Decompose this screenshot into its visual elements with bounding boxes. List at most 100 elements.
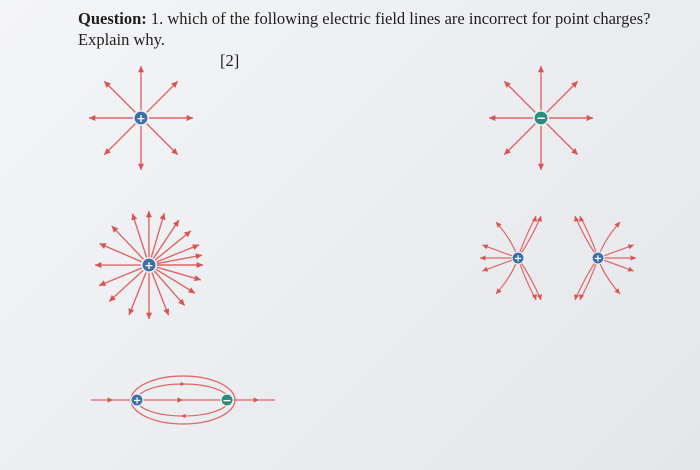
arrow-head [627, 266, 634, 272]
arrow-head [193, 275, 201, 282]
field-line [546, 80, 579, 113]
question-block: Question: 1. which of the following elec… [78, 8, 651, 70]
field-line [99, 242, 142, 263]
charge-sign: + [144, 259, 153, 272]
arrow-head [504, 81, 511, 88]
arrow-head [178, 298, 185, 306]
arrow-head [614, 222, 620, 228]
negative-charge [220, 393, 234, 407]
arrow-head [104, 148, 111, 155]
field-line [154, 230, 192, 261]
arrow-head [571, 148, 578, 155]
arrow-head [482, 266, 489, 272]
question-line-2: Explain why. [2] [78, 29, 650, 70]
diagram-negative-point-charge: − [489, 66, 593, 170]
field-line [98, 267, 142, 287]
arrow-head [186, 114, 193, 122]
arrow-head [104, 81, 111, 88]
arrow-head [188, 287, 196, 294]
question-label: Question: [78, 9, 147, 28]
arrow-head [137, 163, 145, 170]
arrow-head [177, 397, 183, 403]
positive-charge [130, 393, 144, 407]
diagram-two-positive-charges: + + [480, 215, 636, 301]
arrow-head [131, 213, 138, 221]
field-lines [480, 215, 636, 301]
arrow-head [531, 294, 537, 300]
field-line [131, 213, 148, 258]
arrow-head [536, 294, 542, 300]
arrow-head [586, 114, 593, 122]
arrow-head [107, 397, 113, 403]
field-line [156, 254, 203, 265]
arrow-head [89, 114, 96, 122]
field-line [103, 80, 136, 113]
diagram-positive-negative-pair: + − [91, 375, 275, 425]
field-line [546, 123, 579, 156]
arrow-head [181, 413, 186, 419]
field-line [108, 269, 144, 302]
positive-charge-right [591, 251, 605, 265]
field-line [151, 272, 170, 316]
diagram-positive-point-charge: + [89, 66, 193, 170]
field-line [517, 215, 537, 259]
arrow-head [482, 244, 489, 250]
positive-charge [133, 110, 149, 126]
field-line [128, 272, 147, 316]
arrow-head [537, 163, 545, 170]
field-line [503, 123, 536, 156]
charge-sign: + [136, 112, 145, 125]
question-marks: [2] [220, 51, 240, 70]
diagram-positive-dense-charge: + [94, 210, 203, 320]
negative-charge [533, 110, 549, 126]
arrow-head [531, 216, 537, 222]
arrow-head [630, 255, 636, 261]
arrow-head [571, 81, 578, 88]
field-line [103, 123, 136, 156]
arrow-head [145, 312, 153, 319]
field-line [574, 215, 599, 259]
arrow-head [496, 288, 502, 294]
field-line [156, 244, 200, 263]
arrow-head [180, 381, 185, 387]
arrow-head [159, 213, 166, 221]
arrow-head [574, 216, 580, 222]
arrow-head [128, 308, 135, 316]
field-line [146, 123, 179, 156]
field-line [517, 215, 542, 259]
arrow-head [496, 222, 502, 228]
arrow-head [253, 397, 259, 403]
field-lines [94, 210, 203, 320]
arrow-head [171, 81, 178, 88]
arrow-head [111, 225, 119, 233]
charge-sign: + [133, 396, 141, 407]
positive-charge-left [511, 251, 525, 265]
arrow-head [574, 294, 580, 300]
field-line [156, 266, 202, 281]
arrow-head [195, 253, 203, 260]
arrow-head [172, 220, 179, 227]
field-line [111, 225, 144, 260]
field-lines [489, 66, 593, 170]
arrow-head [504, 148, 511, 155]
field-line [503, 80, 536, 113]
arrow-head [99, 280, 107, 287]
field-line [146, 80, 179, 113]
arrow-head [537, 66, 545, 73]
field-line [152, 219, 180, 259]
field-line [579, 215, 599, 259]
arrow-head [192, 244, 200, 250]
question-explain: Explain why. [78, 30, 165, 49]
arrow-head [579, 294, 585, 300]
arrow-head [95, 262, 102, 269]
arrow-head [480, 255, 486, 261]
charge-sign: + [594, 254, 602, 265]
arrow-head [137, 66, 145, 73]
arrow-head [196, 261, 203, 269]
question-text: 1. which of the following electric field… [146, 9, 651, 28]
charge-sign: − [222, 394, 231, 407]
field-lines [89, 66, 193, 170]
arrow-head [109, 294, 116, 302]
field-line [150, 213, 165, 258]
